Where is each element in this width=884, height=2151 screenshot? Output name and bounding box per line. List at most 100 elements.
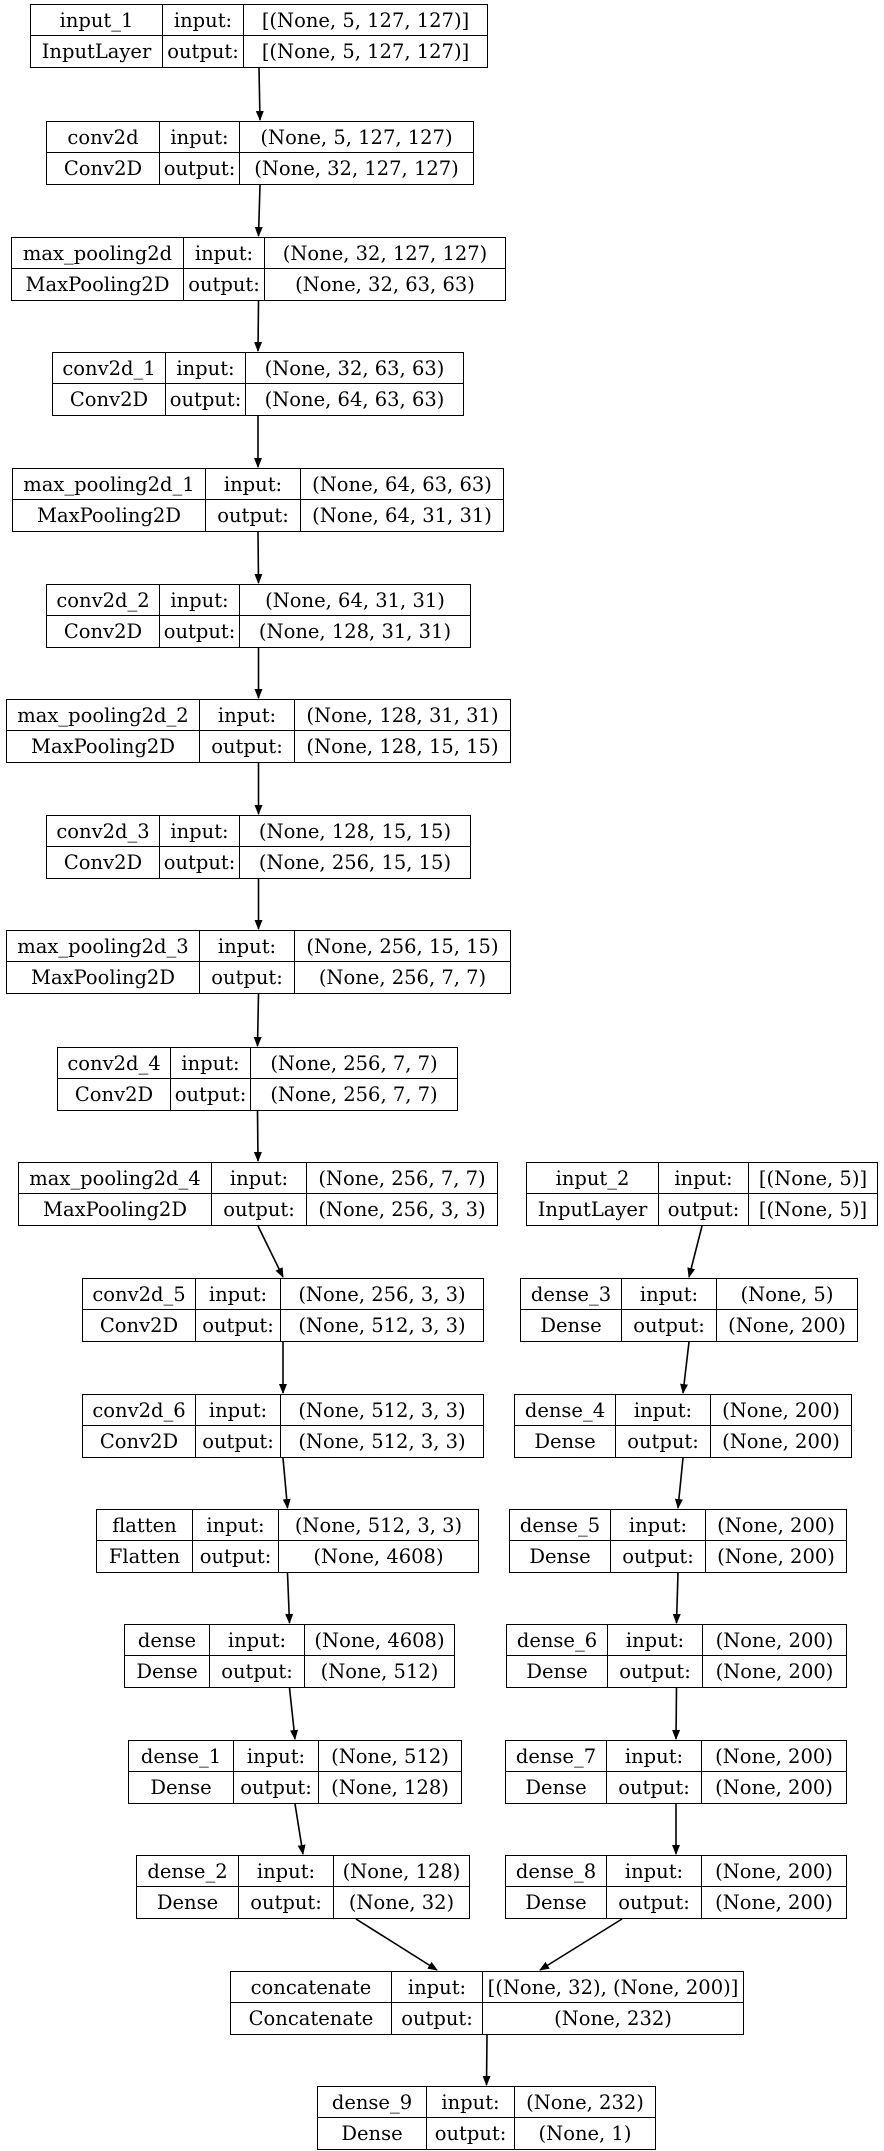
output-shape: (None, 32) (348, 1891, 455, 1914)
output-label: output: (659, 1194, 749, 1225)
input-label: input: (200, 931, 295, 962)
layer-name: dense_6 (507, 1625, 608, 1656)
layer-type: InputLayer (527, 1194, 659, 1225)
output-shape: (None, 512, 3, 3) (298, 1430, 466, 1453)
edge-dense-4-to-dense-5 (674, 1457, 684, 1509)
edge-dense-to-dense-1 (288, 1687, 299, 1740)
output-shape: (None, 128, 15, 15) (306, 735, 499, 758)
input-label: input: (160, 816, 240, 847)
edge-concatenate-to-dense-9 (482, 2034, 491, 2086)
input-shape: (None, 5) (717, 1279, 857, 1310)
input-shape: (None, 32, 63, 63) (246, 353, 463, 384)
input-shape: (None, 512, 3, 3) (281, 1395, 483, 1426)
layer-name: concatenate (231, 1972, 392, 2003)
input-label: input: (611, 1510, 706, 1541)
layer-type: Conv2D (58, 1079, 171, 1110)
layer-name: flatten (97, 1510, 193, 1541)
edge-dense-6-to-dense-7 (672, 1687, 681, 1740)
input-shape: (None, 512, 3, 3) (279, 1510, 478, 1541)
output-shape: (None, 256, 7, 7) (318, 966, 487, 989)
layer-type: Conv2D (47, 847, 160, 878)
input-label: input: (608, 1625, 703, 1656)
output-label: output: (160, 847, 240, 878)
layer-name: input_1 (31, 5, 163, 36)
input-shape: (None, 4608) (305, 1625, 454, 1656)
output-label: output: (193, 1541, 279, 1572)
input-shape: [(None, 32), (None, 200)] (483, 1972, 743, 2003)
layer-name: dense_2 (137, 1856, 239, 1887)
input-label: input: (193, 1510, 279, 1541)
output-label: output: (184, 269, 265, 300)
output-shape: (None, 128, 31, 31) (258, 620, 452, 643)
edge-conv2d-to-max-pooling2d (254, 184, 263, 237)
output-shape: (None, 512, 3, 3) (298, 1314, 466, 1337)
layer-name: conv2d_5 (83, 1279, 196, 1310)
input-shape: (None, 256, 7, 7) (307, 1163, 497, 1194)
layer-name: max_pooling2d_2 (7, 700, 200, 731)
edge-input-1-to-conv2d (255, 67, 264, 121)
input-label: input: (659, 1163, 749, 1194)
input-shape: (None, 512) (319, 1741, 461, 1772)
edge-dense-5-to-dense-6 (672, 1572, 681, 1624)
layer-type: MaxPooling2D (7, 731, 200, 762)
edge-conv2d-6-to-flatten (282, 1457, 291, 1509)
layer-name: conv2d_2 (47, 585, 160, 616)
output-label: output: (622, 1310, 717, 1341)
layer-name: dense_1 (129, 1741, 234, 1772)
layer-type: Flatten (97, 1541, 193, 1572)
layer-type: Dense (507, 1656, 608, 1687)
input-label: input: (607, 1741, 702, 1772)
edge-conv2d-4-to-max-pooling2d-4 (253, 1110, 262, 1162)
edge-max-pooling2d-1-to-conv2d-2 (254, 531, 263, 584)
input-shape: (None, 256, 3, 3) (281, 1279, 483, 1310)
layer-type: Conv2D (83, 1426, 196, 1457)
input-shape: (None, 256, 7, 7) (251, 1048, 457, 1079)
edge-max-pooling2d-3-to-conv2d-4 (253, 993, 262, 1047)
input-shape: (None, 5, 127, 127) (240, 122, 473, 153)
layer-name: max_pooling2d_4 (19, 1163, 212, 1194)
input-label: input: (200, 700, 295, 731)
layer-name: dense (125, 1625, 210, 1656)
input-shape: (None, 32, 127, 127) (265, 238, 505, 269)
layer-name: dense_9 (318, 2087, 427, 2118)
input-shape: (None, 128, 15, 15) (240, 816, 470, 847)
output-label: output: (160, 153, 240, 184)
input-label: input: (160, 585, 240, 616)
input-label: input: (212, 1163, 307, 1194)
layer-name: max_pooling2d (12, 238, 184, 269)
input-label: input: (196, 1279, 281, 1310)
edge-max-pooling2d-to-conv2d-1 (254, 300, 263, 352)
input-label: input: (392, 1972, 483, 2003)
output-label: output: (427, 2118, 515, 2149)
layer-type: Conv2D (53, 384, 166, 415)
layer-type: MaxPooling2D (13, 500, 206, 531)
output-shape: (None, 200) (728, 1314, 846, 1337)
layer-type: Dense (318, 2118, 427, 2149)
layer-name: dense_7 (506, 1741, 607, 1772)
input-shape: (None, 232) (515, 2087, 655, 2118)
input-label: input: (616, 1395, 711, 1426)
output-shape: (None, 64, 63, 63) (264, 388, 445, 411)
input-label: input: (427, 2087, 515, 2118)
edge-dense-3-to-dense-4 (680, 1341, 690, 1394)
output-shape: (None, 256, 3, 3) (318, 1198, 486, 1221)
input-shape: (None, 200) (706, 1510, 846, 1541)
